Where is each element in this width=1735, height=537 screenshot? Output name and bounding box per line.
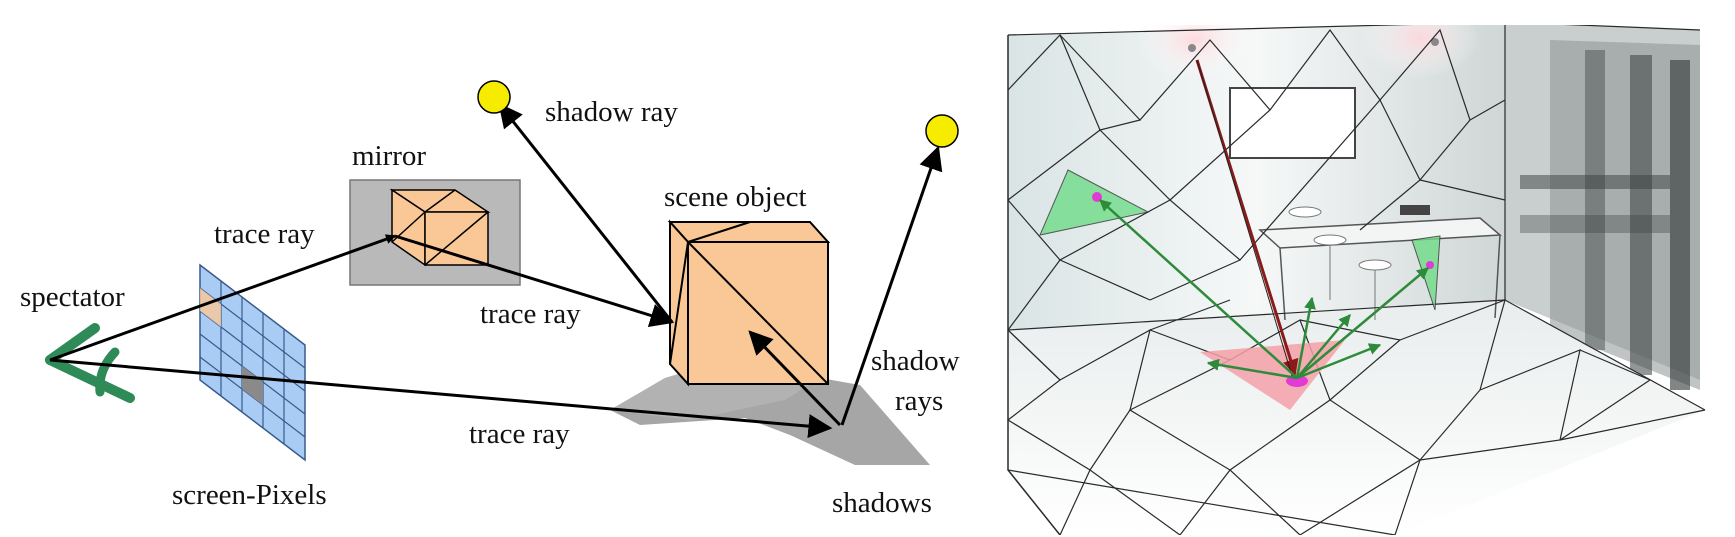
scene-object-cube [667, 219, 831, 387]
kitchen-render-icon [1006, 25, 1706, 535]
light-source-2 [925, 114, 959, 148]
label-trace-ray-1: trace ray [214, 218, 315, 250]
label-spectator: spectator [20, 281, 125, 313]
label-trace-ray-2: trace ray [480, 298, 581, 330]
label-mirror: mirror [352, 140, 426, 172]
shadow-ray-to-light-2 [840, 145, 943, 426]
ray-mirror-to-object [394, 234, 675, 328]
light-source-1 [477, 80, 511, 114]
ray-tracing-diagram: spectator screen-Pixels mirror trace ray… [20, 80, 960, 519]
shadow-ray-to-light-1 [498, 103, 674, 323]
label-shadow-ray: shadow ray [545, 96, 678, 128]
green-rays [1099, 199, 1429, 380]
ray-eye-to-shadow [49, 358, 833, 439]
label-screen-pixels: screen-Pixels [172, 479, 327, 511]
ray-shadow-to-object [748, 330, 842, 427]
screen-pixels-grid [199, 263, 306, 462]
rays [49, 103, 943, 439]
ray-eye-to-mirror [49, 234, 396, 362]
eye-icon [45, 323, 135, 403]
mirror [349, 179, 521, 286]
label-shadows: shadows [832, 487, 932, 519]
label-shadow-rays-line1: shadow [871, 345, 960, 377]
green-triangle-left [1039, 169, 1150, 236]
incoming-red-ray [1195, 59, 1299, 376]
mesh-lines [1006, 25, 1706, 535]
sample-point-right [1426, 261, 1434, 269]
label-trace-ray-3: trace ray [469, 418, 570, 450]
label-scene-object: scene object [664, 181, 807, 213]
label-shadow-rays-line2: rays [895, 385, 943, 417]
